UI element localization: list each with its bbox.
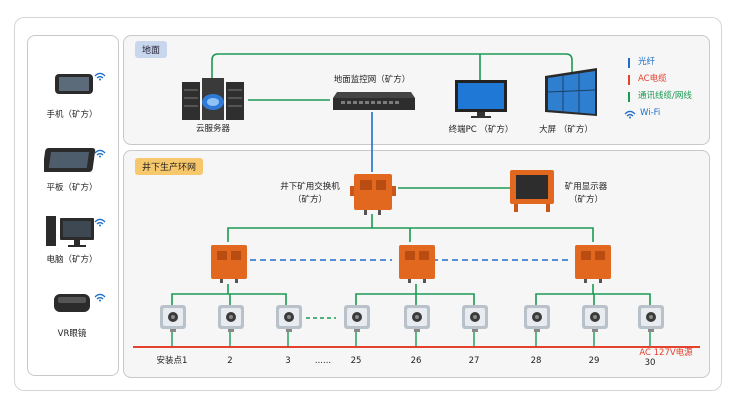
point-label: 29 [588, 356, 600, 366]
camera-icon [158, 303, 188, 337]
wifi-icon [94, 212, 106, 231]
point-label: 26 [410, 356, 422, 366]
legend-item-fiber: 光纤 [628, 54, 692, 71]
network-switch-icon [331, 90, 415, 116]
legend-item-wifi: Wi-Fi [624, 105, 692, 122]
mine-switch-icon [350, 168, 396, 220]
server-to-screen-link [211, 53, 573, 78]
camera-icon [522, 303, 552, 337]
terminal-pc-label: 终端PC （矿方） [448, 125, 514, 135]
camera-icon [402, 303, 432, 337]
hub-switch-icon [396, 240, 438, 288]
legend-item-ac-cable: AC电缆 [628, 71, 692, 88]
device-label-vr: VR眼镜 [57, 329, 87, 339]
camera-icon [216, 303, 246, 337]
device-label-computer: 电脑（矿方） [46, 255, 98, 265]
wifi-icon [624, 110, 636, 118]
mine-switch-label-line2: （矿方） [292, 195, 327, 205]
mine-display-label-line2: （矿方） [568, 195, 603, 205]
camera-icon [636, 303, 666, 337]
camera-icon [342, 303, 372, 337]
device-label-tablet: 平板（矿方） [46, 183, 98, 193]
ac-power-label: AC 127V电源 [639, 348, 693, 358]
mine-network-tag: 井下生产环网 [135, 158, 204, 175]
legend-item-comm-cable: 通讯线缆/网线 [628, 88, 692, 105]
camera-icon [580, 303, 610, 337]
wifi-icon [94, 66, 106, 85]
point-label: 28 [530, 356, 542, 366]
tablet-icon [42, 145, 100, 179]
ground-tag: 地面 [135, 41, 168, 58]
big-screen-label: 大屏 （矿方） [539, 125, 593, 135]
hub-switch-icon [572, 240, 614, 288]
point-label: 2 [227, 356, 233, 366]
desktop-computer-icon [44, 214, 100, 254]
cloud-server-icon [178, 76, 248, 126]
point-label: 3 [285, 356, 291, 366]
device-label-phone: 手机（矿方） [46, 110, 98, 120]
mine-switch-label-line1: 井下矿用交换机 [280, 182, 340, 192]
point-label: 安装点1 [156, 356, 188, 366]
point-label: 30 [644, 358, 656, 368]
point-ellipsis: ...... [314, 356, 332, 366]
vr-headset-icon [50, 288, 96, 322]
smartphone-icon [53, 70, 99, 104]
point-label: 25 [350, 356, 362, 366]
point-label: 27 [468, 356, 480, 366]
camera-icon [274, 303, 304, 337]
terminal-pc-icon [453, 78, 509, 124]
monitor-switch-label: 地面监控网（矿方） [333, 75, 411, 85]
switch-to-right-hub [372, 227, 594, 242]
hub-switch-icon [208, 240, 250, 288]
mine-display-icon [508, 168, 556, 218]
wifi-icon [94, 143, 106, 162]
mine-display-label-line1: 矿用显示器 [564, 182, 608, 192]
camera-icon [460, 303, 490, 337]
video-wall-icon [541, 66, 601, 126]
cloud-server-label: 云服务器 [195, 124, 230, 134]
switch-to-left-hub [227, 214, 373, 242]
legend: 光纤 AC电缆 通讯线缆/网线 Wi-Fi [624, 54, 692, 122]
wifi-icon [94, 287, 106, 306]
